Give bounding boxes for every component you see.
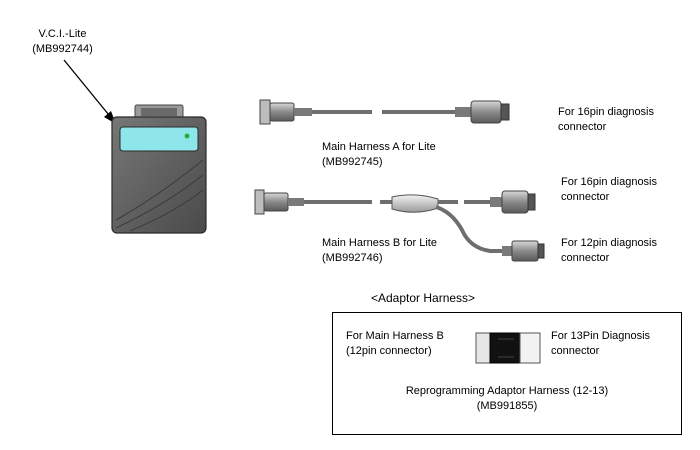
harness-a-end-line1: For 16pin diagnosis [558,106,655,118]
harness-a-part-number: (MB992745) [322,156,383,168]
adaptor-right-line2: connector [551,345,600,357]
main-harness-a-image [259,99,510,125]
adaptor-harness-image [475,332,541,364]
adaptor-right-line1: For 13Pin Diagnosis [551,330,651,342]
adaptor-left-line1: For Main Harness B [346,330,444,342]
vci-name: V.C.I.-Lite [38,28,87,40]
harness-b-16pin-end-label: For 16pin diagnosis connector [561,175,657,205]
adaptor-part-number: (MB991855) [476,400,538,412]
harness-b-name: Main Harness B for Lite [322,237,437,249]
adaptor-left-line2: (12pin connector) [346,345,432,357]
adaptor-harness-box [332,312,682,435]
adaptor-right-label: For 13Pin Diagnosis connector [551,329,650,359]
harness-a-label: Main Harness A for Lite (MB992745) [322,140,436,170]
adaptor-name: Reprogramming Adaptor Harness (12-13) [405,385,609,397]
harness-a-name: Main Harness A for Lite [322,141,436,153]
harness-b-label: Main Harness B for Lite (MB992746) [322,236,437,266]
vci-pointer-arrow [63,59,116,124]
vci-label: V.C.I.-Lite (MB992744) [25,27,100,57]
main-harness-b-image [254,189,545,262]
harness-b-part-number: (MB992746) [322,252,383,264]
vci-part-number: (MB992744) [32,43,93,55]
adaptor-section-title: <Adaptor Harness> [371,291,476,305]
harness-a-end-label: For 16pin diagnosis connector [558,105,654,135]
harness-a-end-line2: connector [558,121,607,133]
vci-lite-device-image [111,104,207,234]
adaptor-left-label: For Main Harness B (12pin connector) [346,329,444,359]
harness-b-12pin-line1: For 12pin diagnosis [561,237,658,249]
harness-b-16pin-line2: connector [561,191,610,203]
harness-b-12pin-line2: connector [561,252,610,264]
harness-b-16pin-line1: For 16pin diagnosis [561,176,658,188]
adaptor-name-label: Reprogramming Adaptor Harness (12-13) (M… [382,384,632,414]
harness-b-12pin-end-label: For 12pin diagnosis connector [561,236,657,266]
